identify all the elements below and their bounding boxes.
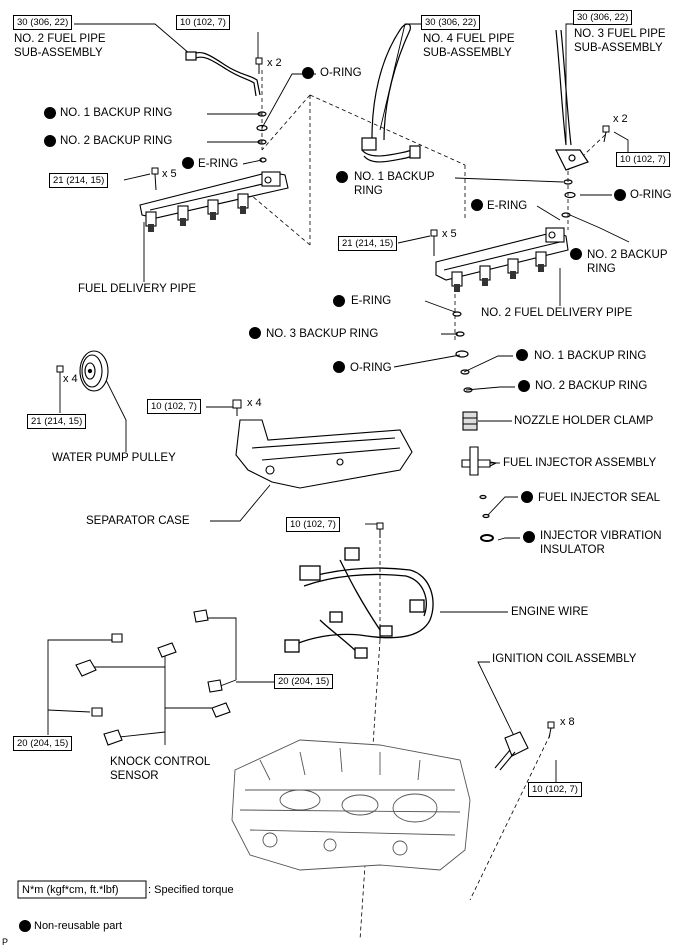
nonreusable-dot-backup2-inj: [518, 380, 530, 392]
nonreusable-dot-ering-mid: [333, 295, 345, 307]
multiplier-delivery-right: x 5: [442, 228, 457, 240]
label-no2-fuel-pipe: NO. 2 FUEL PIPE SUB-ASSEMBLY: [14, 33, 106, 59]
torque-delivery-left: 21 (214, 15): [49, 173, 109, 188]
separator-case-drawing: [235, 419, 413, 489]
torque-separator-case: 10 (102, 7): [147, 399, 201, 414]
label-water-pump-pulley: WATER PUMP PULLEY: [52, 452, 176, 464]
label-no4-fuel-pipe: NO. 4 FUEL PIPE SUB-ASSEMBLY: [423, 33, 515, 59]
bolts: [56, 57, 610, 739]
torque-engine-wire: 10 (102, 7): [286, 517, 340, 532]
torque-ignition-coil: 10 (102, 7): [528, 782, 582, 797]
fuel-injector-drawing: [461, 446, 498, 476]
fuel-pipe-no2-drawing: [185, 51, 261, 97]
multiplier-separator: x 4: [247, 397, 262, 409]
nonreusable-dot-backup2-right: [570, 248, 582, 260]
torque-knock-left: 20 (204, 15): [13, 736, 73, 751]
nonreusable-dot-vibration-insulator: [523, 531, 535, 543]
nonreusable-dot-backup1-inj: [516, 349, 528, 361]
label-no1-backup-ring-inj: NO. 1 BACKUP RING: [534, 350, 647, 362]
label-no3-fuel-pipe: NO. 3 FUEL PIPE SUB-ASSEMBLY: [574, 28, 666, 54]
label-ering-right: E-RING: [487, 200, 528, 212]
fuel-pipe-no4-drawing: [361, 23, 421, 163]
nonreusable-dot-oring-mid: [333, 361, 345, 373]
nonreusable-dot-backup2-left: [44, 135, 56, 147]
fuel-delivery-pipe-2-drawing: [435, 227, 569, 292]
label-ering-mid: E-RING: [351, 295, 392, 307]
nonreusable-dot-oring-right: [614, 189, 626, 201]
label-fuel-delivery-pipe: FUEL DELIVERY PIPE: [78, 283, 197, 295]
rings-and-seals: [256, 111, 576, 542]
label-ering-left: E-RING: [198, 158, 239, 170]
torque-knock-right: 20 (204, 15): [274, 674, 334, 689]
nonreusable-dot-backup1-left: [44, 107, 56, 119]
label-no2-backup-ring-right: NO. 2 BACKUP RING: [587, 249, 668, 275]
label-injector-vibration-insulator: INJECTOR VIBRATION INSULATOR: [540, 530, 662, 556]
torque-delivery-right: 21 (214, 15): [338, 236, 398, 251]
knock-sensors-drawing: [75, 609, 231, 746]
water-pump-pulley-drawing: [79, 350, 109, 392]
label-oring-mid: O-RING: [350, 362, 392, 374]
legend-torque-unit: N*m (kgf*cm, ft.*lbf): [22, 884, 119, 896]
torque-fuel-pipe-4: 30 (306, 22): [421, 15, 481, 30]
legend-torque-box: [17, 880, 147, 899]
nonreusable-dot-ering-right: [471, 199, 483, 211]
multiplier-pulley: x 4: [63, 373, 78, 385]
label-oring-top: O-RING: [320, 67, 362, 79]
label-nozzle-holder-clamp: NOZZLE HOLDER CLAMP: [514, 415, 654, 427]
label-no2-backup-ring-inj: NO. 2 BACKUP RING: [535, 380, 648, 392]
nonreusable-dot-ering-left: [182, 157, 194, 169]
label-fuel-injector-seal: FUEL INJECTOR SEAL: [538, 492, 661, 504]
label-ignition-coil-assembly: IGNITION COIL ASSEMBLY: [492, 653, 637, 665]
engine-wire-drawing: [284, 547, 434, 659]
nonreusable-dot-backup1-mid: [336, 171, 348, 183]
torque-fuel-pipe-3: 30 (306, 22): [573, 10, 633, 25]
multiplier-coil: x 8: [560, 716, 575, 728]
legend-nonreusable-text: Non-reusable part: [34, 920, 123, 932]
label-no1-backup-ring-mid: NO. 1 BACKUP RING: [354, 171, 435, 197]
corner-code: P: [2, 937, 9, 947]
leader-lines: [47, 23, 630, 785]
fuel-delivery-pipe-drawing: [139, 171, 289, 232]
nonreusable-dot-backup3: [249, 327, 261, 339]
label-no2-fuel-delivery-pipe: NO. 2 FUEL DELIVERY PIPE: [481, 307, 633, 319]
torque-water-pump-pulley: 21 (214, 15): [27, 414, 87, 429]
label-no1-backup-ring-left: NO. 1 BACKUP RING: [60, 107, 173, 119]
multiplier-right-bolt: x 2: [613, 113, 628, 125]
fuel-pipe-no3-drawing: [555, 29, 589, 171]
label-separator-case: SEPARATOR CASE: [86, 515, 190, 527]
label-no2-backup-ring-left: NO. 2 BACKUP RING: [60, 135, 173, 147]
label-engine-wire: ENGINE WIRE: [511, 606, 589, 618]
label-oring-right: O-RING: [630, 189, 672, 201]
label-knock-control-sensor: KNOCK CONTROL SENSOR: [110, 756, 211, 782]
engine-block-drawing: [231, 739, 471, 871]
legend-nonreusable-dot: [19, 920, 31, 932]
torque-fuel-pipe-2: 30 (306, 22): [13, 15, 73, 30]
legend-torque-description: : Specified torque: [148, 884, 234, 896]
multiplier-delivery-left: x 5: [162, 168, 177, 180]
label-fuel-injector-assembly: FUEL INJECTOR ASSEMBLY: [503, 457, 657, 469]
torque-bolt-top: 10 (102, 7): [176, 15, 230, 30]
label-no3-backup-ring: NO. 3 BACKUP RING: [266, 328, 379, 340]
multiplier-top-bolt: x 2: [267, 57, 282, 69]
nonreusable-dot-injector-seal: [521, 491, 533, 503]
torque-bolt-right: 10 (102, 7): [616, 152, 670, 167]
nonreusable-dot-oring-top: [302, 67, 314, 79]
nozzle-holder-clamp-drawing: [462, 411, 478, 431]
ignition-coil-drawing: [494, 731, 529, 771]
